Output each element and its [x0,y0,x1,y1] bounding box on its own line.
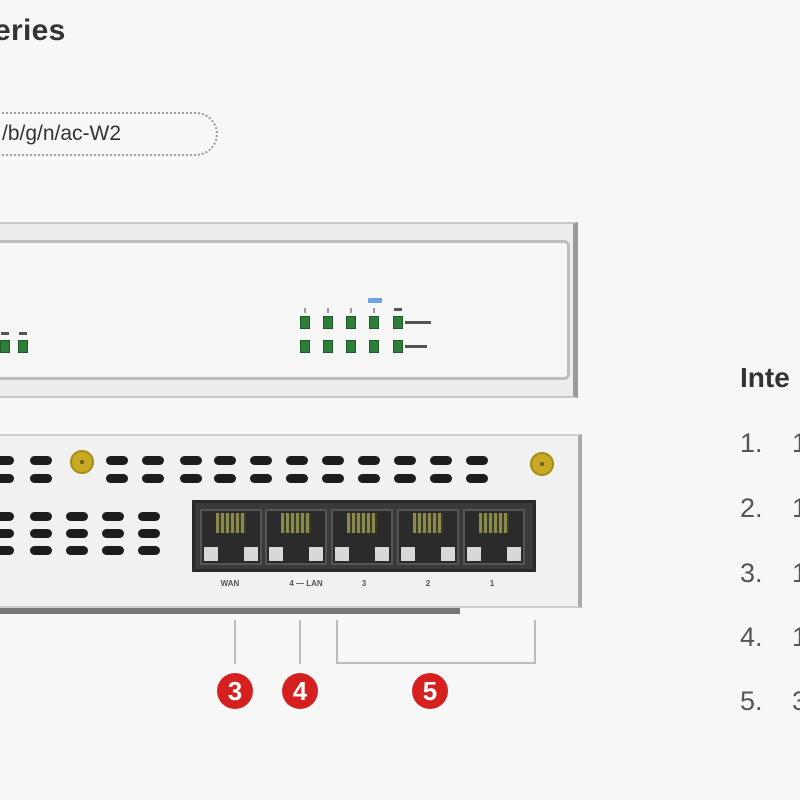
interface-list-item: 3.1 [740,558,800,588]
vent-slot [30,529,52,538]
led-marker [19,332,27,335]
vent-slot [180,456,202,465]
device-base-shadow [0,608,460,614]
led-status [393,316,403,329]
callout-line [234,620,236,664]
led-speed [300,340,310,353]
vent-slot [466,474,488,483]
vent-slot [66,529,88,538]
vent-slot [138,529,160,538]
vent-slot [0,546,14,555]
vent-slot [250,456,272,465]
led-power [18,340,28,353]
interfaces-heading: Inte [740,362,790,393]
antenna-connector-icon [70,450,94,474]
led-status [346,316,356,329]
vent-slot [180,474,202,483]
vent-slot [358,474,380,483]
vent-slot [102,529,124,538]
vent-slot [286,474,308,483]
vent-slot [66,546,88,555]
vent-slot [394,456,416,465]
model-tag: /b/g/n/ac-W2 [0,112,218,156]
ethernet-port-1 [463,509,525,565]
ethernet-port-wan [200,509,262,565]
vent-slot [138,512,160,521]
led-marker [304,308,306,313]
ethernet-port-block [192,500,536,572]
vent-slot [102,512,124,521]
callout-badge-3: 3 [217,673,253,709]
vent-slot [30,512,52,521]
vent-slot [250,474,272,483]
page-title: eries [0,14,66,47]
vent-slot [66,512,88,521]
led-row-label [405,345,427,348]
vent-slot [30,546,52,555]
port-label: 1 [489,579,495,588]
vent-slot [322,456,344,465]
callout-bracket [534,620,536,664]
model-tag-label: /b/g/n/ac-W2 [2,122,122,145]
led-status [369,316,379,329]
antenna-connector-icon [530,452,554,476]
led-highlight-tag [368,298,382,303]
led-marker [394,308,402,311]
port-label: 4 — LAN [289,579,323,588]
led-marker [373,308,375,313]
device-top-panel [0,240,570,380]
led-status [323,316,333,329]
led-marker [327,308,329,313]
ethernet-port-4 [265,509,327,565]
vent-slot [0,512,14,521]
vent-slot [106,474,128,483]
vent-slot [322,474,344,483]
vent-slot [0,474,14,483]
vent-slot [142,456,164,465]
led-power [0,340,10,353]
vent-slot [394,474,416,483]
callout-badge-4: 4 [282,673,318,709]
vent-slot [0,456,14,465]
vent-slot [214,456,236,465]
interface-list-item: 5.3 [740,686,800,716]
callout-line [299,620,301,664]
vent-slot [430,474,452,483]
vent-slot [102,546,124,555]
vent-slot [106,456,128,465]
interface-list-item: 2.1 [740,493,800,523]
port-label: WAN [220,579,240,588]
led-status [300,316,310,329]
vent-slot [214,474,236,483]
port-label: 2 [425,579,431,588]
led-marker [1,332,9,335]
vent-slot [30,456,52,465]
led-speed [393,340,403,353]
callout-bracket [336,662,536,664]
vent-slot [430,456,452,465]
vent-slot [142,474,164,483]
vent-slot [466,456,488,465]
vent-slot [358,456,380,465]
callout-badge-5: 5 [412,673,448,709]
port-label: 3 [361,579,367,588]
led-speed [346,340,356,353]
vent-slot [30,474,52,483]
led-row-label [405,321,431,324]
ethernet-port-2 [397,509,459,565]
interface-list-item: 1.1 [740,428,800,458]
ethernet-port-3 [331,509,393,565]
led-speed [369,340,379,353]
vent-slot [286,456,308,465]
vent-slot [138,546,160,555]
led-speed [323,340,333,353]
interface-list-item: 4.1 [740,622,800,652]
callout-bracket [336,620,338,664]
led-marker [350,308,352,313]
vent-slot [0,529,14,538]
